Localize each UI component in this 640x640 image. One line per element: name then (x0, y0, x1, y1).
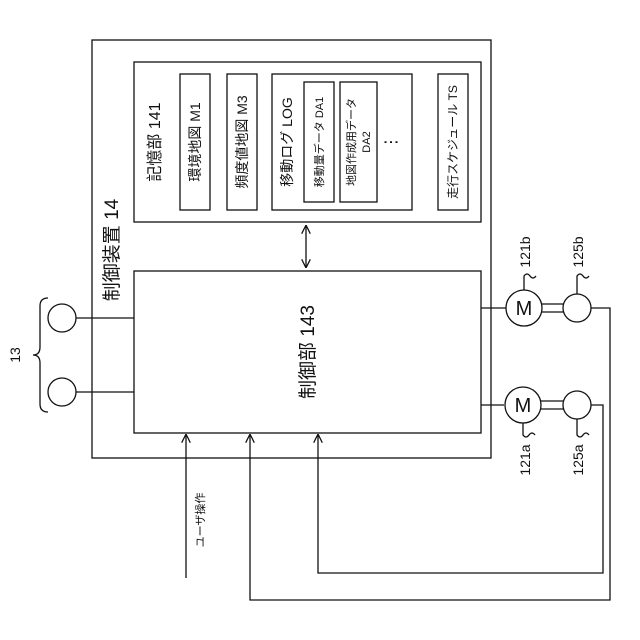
env-map-label: 環境地図 M1 (187, 102, 203, 182)
storage-label: 記憶部 141 (146, 102, 164, 181)
user-operation-label: ユーザ操作 (193, 493, 207, 548)
control-device-label: 制御装置 14 (101, 198, 123, 301)
input-group-label: 13 (7, 347, 23, 363)
encoder-a-label: 125a (570, 444, 586, 475)
input-device-2-circle (48, 378, 76, 406)
motor-a-label: 121a (517, 444, 533, 475)
map-creation-data-label-2: DA2 (361, 131, 373, 152)
encoder-a-circle (563, 391, 591, 419)
map-creation-data-label-1: 地図作成用データ (344, 98, 358, 186)
move-log-label: 移動ログ LOG (279, 97, 295, 186)
encoder-b-label: 125b (570, 236, 586, 267)
encoder-b-circle (563, 294, 591, 322)
more-items-ellipsis: ⋮ (383, 134, 400, 150)
motor-b-leader-line (524, 274, 536, 290)
motor-a-symbol: M (515, 395, 532, 417)
input-group-brace (33, 298, 48, 412)
move-amount-data-label: 移動量データ DA1 (312, 97, 326, 187)
motor-a-leader-line (523, 423, 535, 437)
motor-b-symbol: M (516, 298, 533, 320)
input-device-1-circle (48, 304, 76, 332)
motor-b-label: 121b (517, 236, 533, 267)
schedule-label: 走行スケジュール TS (446, 85, 460, 199)
encoder-a-leader-line (577, 419, 589, 437)
control-unit-label: 制御部 143 (297, 305, 319, 399)
encoder-b-leader-line (577, 274, 589, 294)
freq-map-label: 頻度値地図 M3 (234, 95, 250, 189)
